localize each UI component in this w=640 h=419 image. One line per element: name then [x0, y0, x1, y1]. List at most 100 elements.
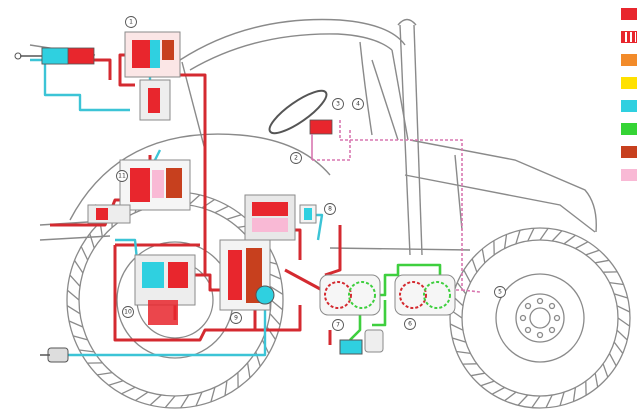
tire-tread [470, 372, 485, 377]
tire-tread [515, 230, 521, 244]
tire-tread [585, 249, 600, 256]
callout-2: 2 [290, 152, 302, 164]
legend-swatch-3 [621, 54, 637, 66]
callout-label: 11 [118, 173, 126, 180]
callout-5: 5 [494, 286, 506, 298]
tire-tread [449, 323, 464, 331]
tire-tread [471, 258, 478, 273]
rear-linkage [87, 204, 131, 224]
callout-label: 3 [336, 101, 340, 108]
hydraulic-pump-7 [319, 274, 381, 316]
tire-tread [480, 380, 495, 387]
legend-swatch-4 [621, 77, 637, 89]
tire-tread [89, 233, 95, 249]
hub-bolt [548, 326, 556, 334]
tire-tread [545, 394, 553, 409]
steering-wheel [268, 89, 333, 160]
callout-circle [332, 319, 344, 331]
hub-bolt [519, 314, 527, 322]
tire-tread [608, 353, 617, 367]
tire-tread [269, 313, 281, 326]
tire-tread [210, 387, 216, 403]
tire-tread [452, 337, 466, 343]
tire-tread [66, 289, 80, 301]
callout-label: 1 [129, 19, 133, 26]
callout-circle [324, 203, 336, 215]
hub-bolt [548, 302, 556, 310]
callout-10: 10 [122, 306, 134, 318]
tire-tread [188, 194, 201, 206]
front-wheel [449, 227, 631, 409]
legend-swatch-8 [621, 169, 637, 181]
callout-6: 6 [404, 318, 416, 330]
tire-tread [180, 394, 190, 409]
callout-label: 5 [498, 289, 502, 296]
pressure-switch [299, 204, 317, 224]
callout-label: 2 [294, 155, 298, 162]
priority-valve [219, 239, 275, 311]
hydraulic-pump-6 [394, 274, 456, 316]
callout-9: 9 [230, 312, 242, 324]
callout-circle [290, 152, 302, 164]
callout-7: 7 [332, 319, 344, 331]
callout-circle [122, 306, 134, 318]
tire-tread [517, 394, 529, 406]
legend-swatch-6 [621, 123, 637, 135]
tire-tread [463, 269, 472, 283]
callout-circle [125, 16, 137, 28]
callout-1: 1 [125, 16, 137, 28]
control-valve-block [124, 31, 181, 121]
tire-tread [491, 386, 505, 395]
callout-circle [230, 312, 242, 324]
tire-tread [572, 387, 577, 402]
callout-markers: 1 2 3 4 5 6 7 8 9 10 11 [116, 16, 506, 331]
tire-tread [97, 371, 113, 376]
hub-bolt [524, 326, 532, 334]
tire-tread [224, 380, 228, 396]
tire-tread [503, 234, 508, 249]
tire-tread [246, 362, 251, 378]
legend-swatch-1 [621, 8, 637, 20]
tire-tread [602, 363, 609, 378]
tire-tread [614, 293, 628, 299]
tire-tread [80, 246, 89, 261]
tire-tread [214, 205, 229, 214]
oil-reservoir [339, 339, 363, 355]
pilot-line-pink [312, 120, 481, 293]
callout-circle [332, 98, 344, 110]
tire-tread [72, 335, 88, 341]
callout-8: 8 [324, 203, 336, 215]
legend-swatch-5 [621, 100, 637, 112]
tire-tread [531, 395, 541, 408]
tire-tread [616, 305, 631, 313]
tire-tread [617, 317, 630, 327]
rear-coupler [40, 347, 69, 363]
hub-bolt [524, 302, 532, 310]
tire-tread [481, 248, 486, 263]
hitch-control-valve [119, 159, 191, 211]
hub-bolt [536, 297, 544, 305]
tire-tread [270, 299, 284, 311]
tire-tread [595, 259, 610, 264]
legend-swatch-7 [621, 146, 637, 158]
tire-tread [575, 241, 589, 250]
callout-circle [352, 98, 364, 110]
tire-tread [121, 386, 136, 395]
tire-tread [551, 230, 563, 242]
tire-tread [559, 392, 565, 406]
tire-tread [195, 391, 203, 407]
tire-tread [135, 391, 149, 402]
hub-bolt [536, 331, 544, 339]
tire-tread [456, 350, 471, 355]
tire-tread [616, 329, 628, 341]
callout-circle [404, 318, 416, 330]
tire-tread [613, 341, 624, 354]
tire-tread [563, 234, 576, 245]
callout-label: 10 [124, 309, 132, 316]
callout-4: 4 [352, 98, 364, 110]
tire-tread [73, 260, 84, 274]
tire-tread [68, 320, 84, 328]
oil-filter [364, 329, 384, 353]
distributor-valve [134, 254, 196, 325]
